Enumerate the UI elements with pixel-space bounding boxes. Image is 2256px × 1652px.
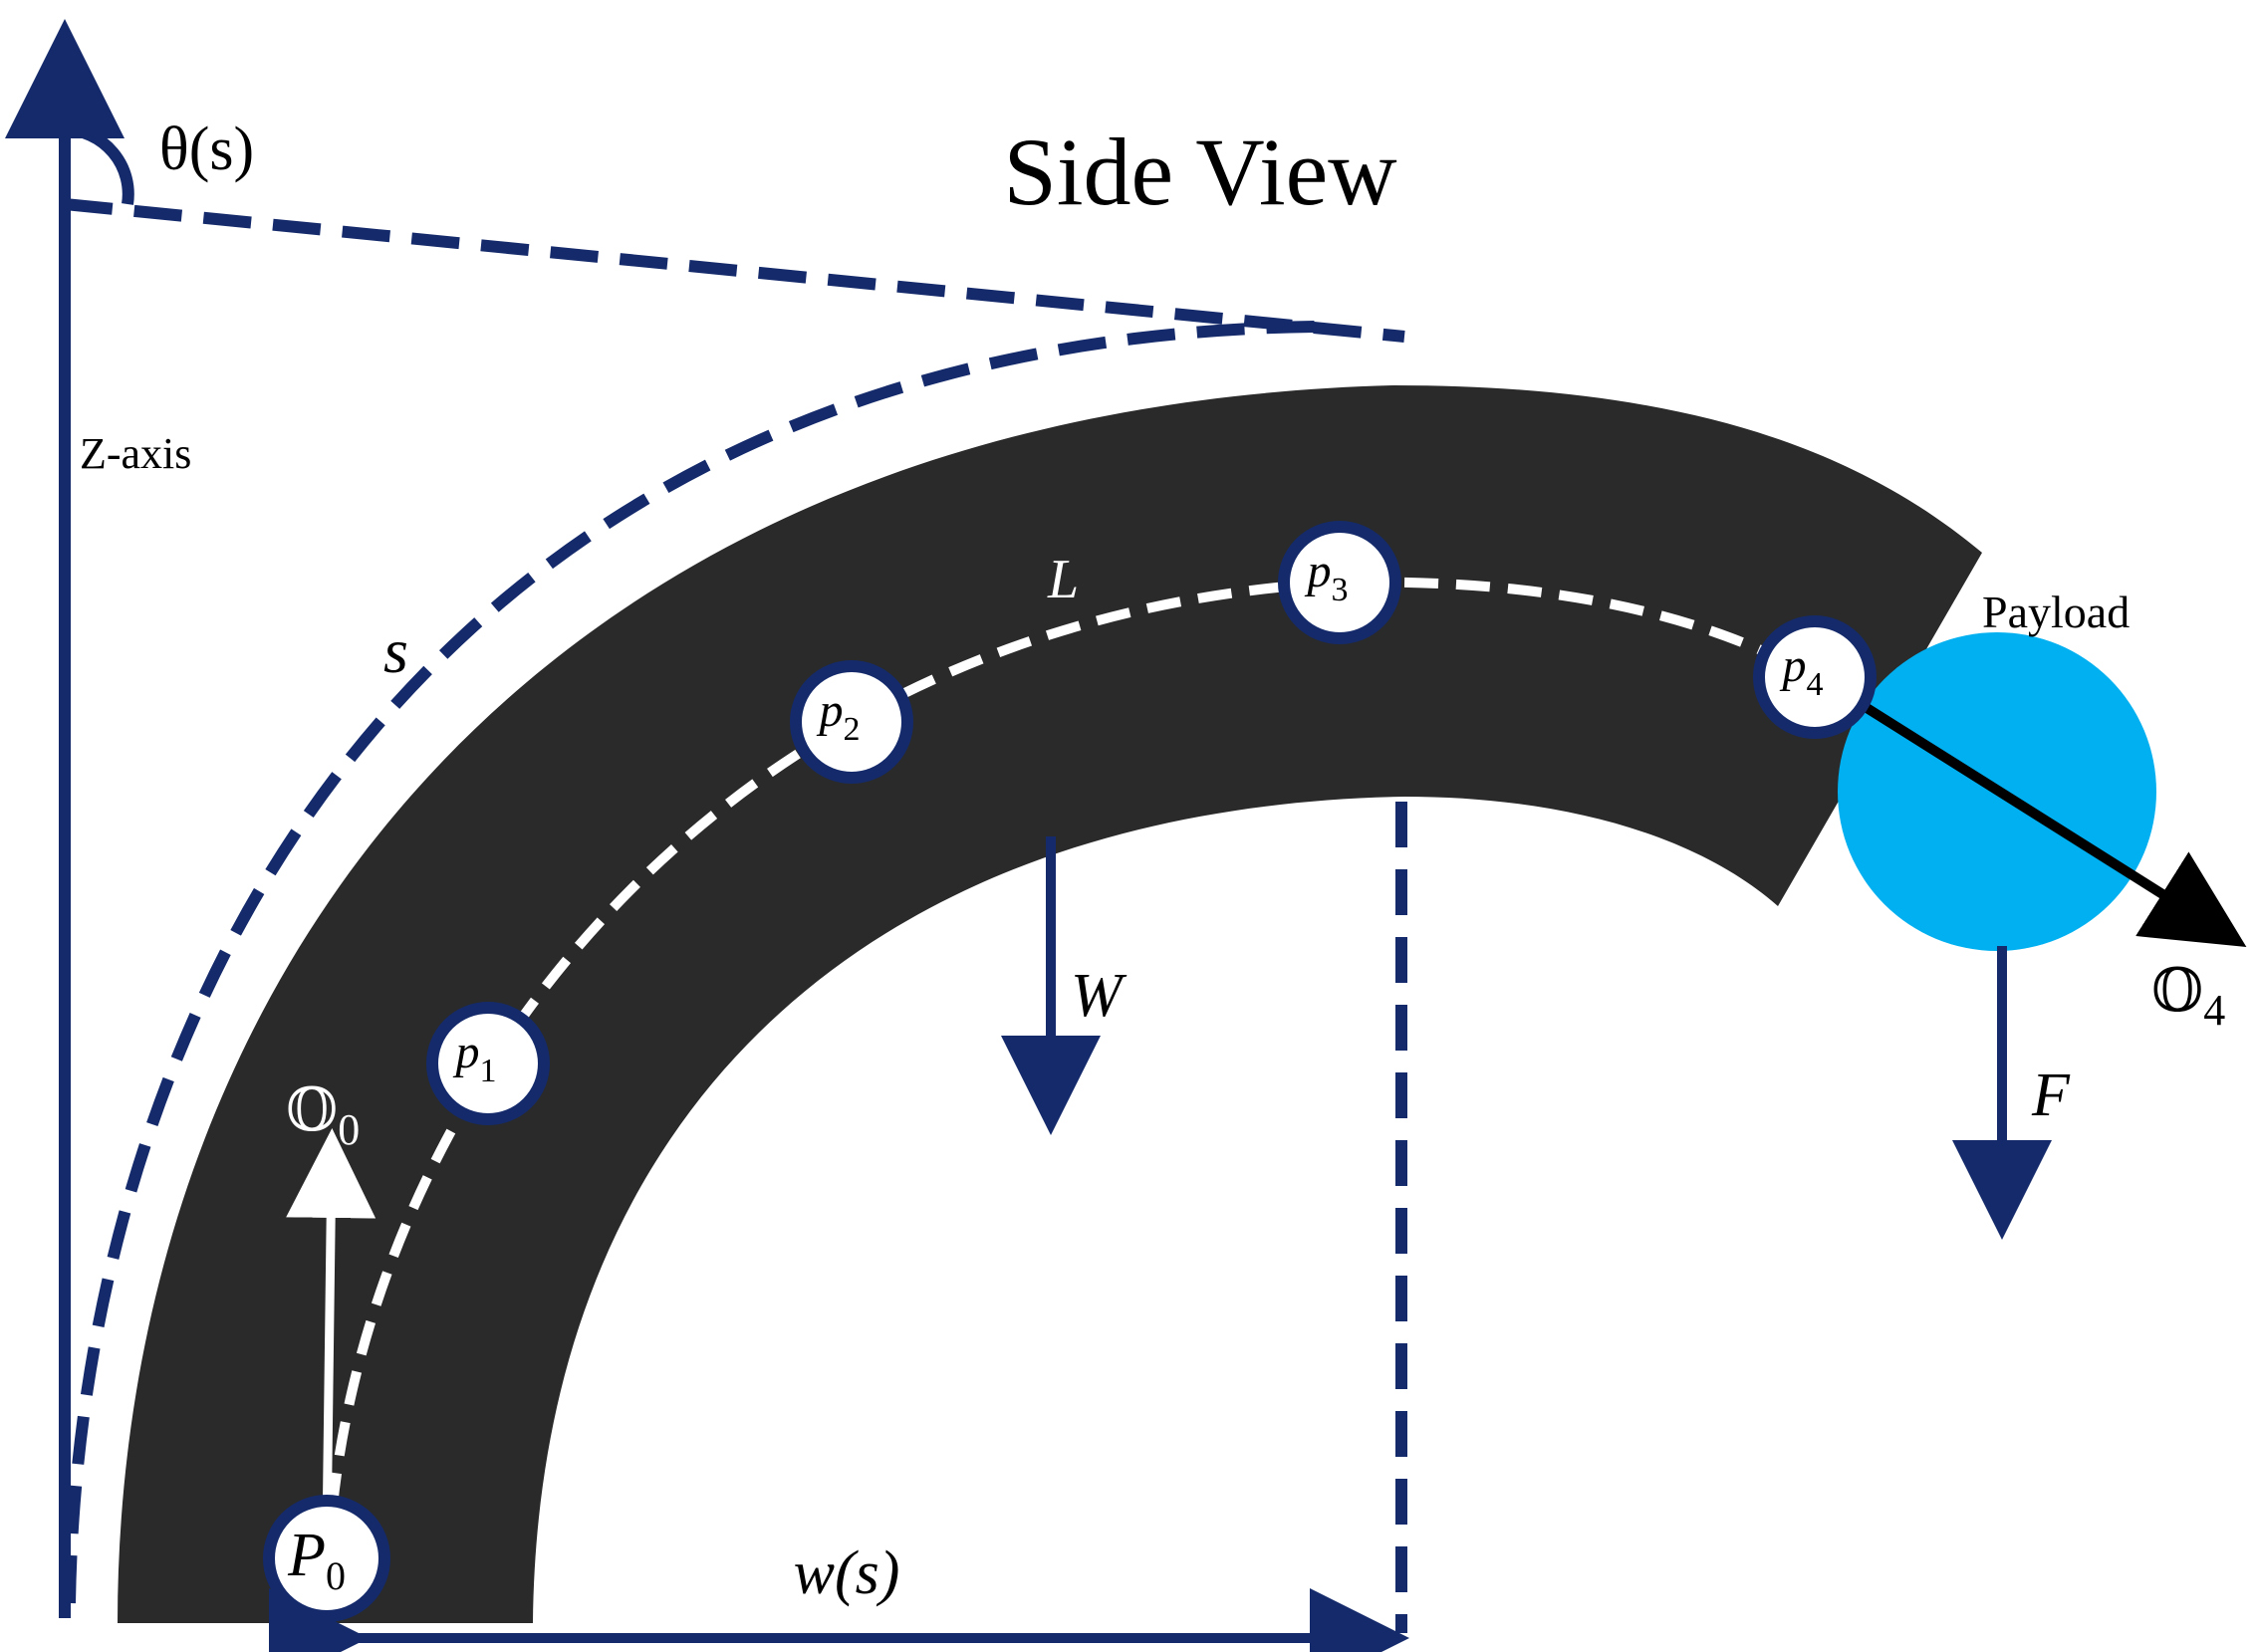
width-function-label: w(s) [794, 1539, 900, 1607]
node-p0: P0 [263, 1495, 390, 1622]
weight-label: W [1071, 962, 1128, 1030]
force-label: F [2031, 1062, 2071, 1129]
robot-body [118, 385, 1982, 1623]
svg-text:p4: p4 [1780, 639, 1824, 703]
svg-text:p3: p3 [1305, 545, 1349, 608]
node-p4: p4 [1753, 615, 1877, 739]
svg-text:P0: P0 [287, 1522, 346, 1598]
theta-label: θ(s) [159, 116, 254, 183]
arc-length-label: s [383, 615, 408, 686]
tangent-dashed-line [64, 198, 1405, 343]
diagram-title: Side View [1003, 118, 1396, 225]
end-frame-arrow [1815, 672, 2247, 947]
length-label: L [1047, 549, 1079, 610]
start-frame-arrow [286, 1128, 376, 1539]
node-p1: p1 [426, 1002, 550, 1125]
payload-label: Payload [1982, 587, 2130, 637]
end-frame-label: 𝕆4 [2151, 958, 2225, 1035]
svg-text:p2: p2 [817, 684, 861, 748]
node-p2: p2 [790, 660, 913, 784]
theta-angle-arc [64, 123, 134, 205]
centerline-dashed [324, 577, 1821, 1559]
arc-length-dashed-curve [64, 321, 1316, 1604]
z-axis-label: Z-axis [80, 429, 191, 478]
svg-text:p1: p1 [453, 1026, 497, 1089]
start-frame-label: 𝕆0 [286, 1077, 360, 1154]
node-p3: p3 [1278, 521, 1401, 644]
